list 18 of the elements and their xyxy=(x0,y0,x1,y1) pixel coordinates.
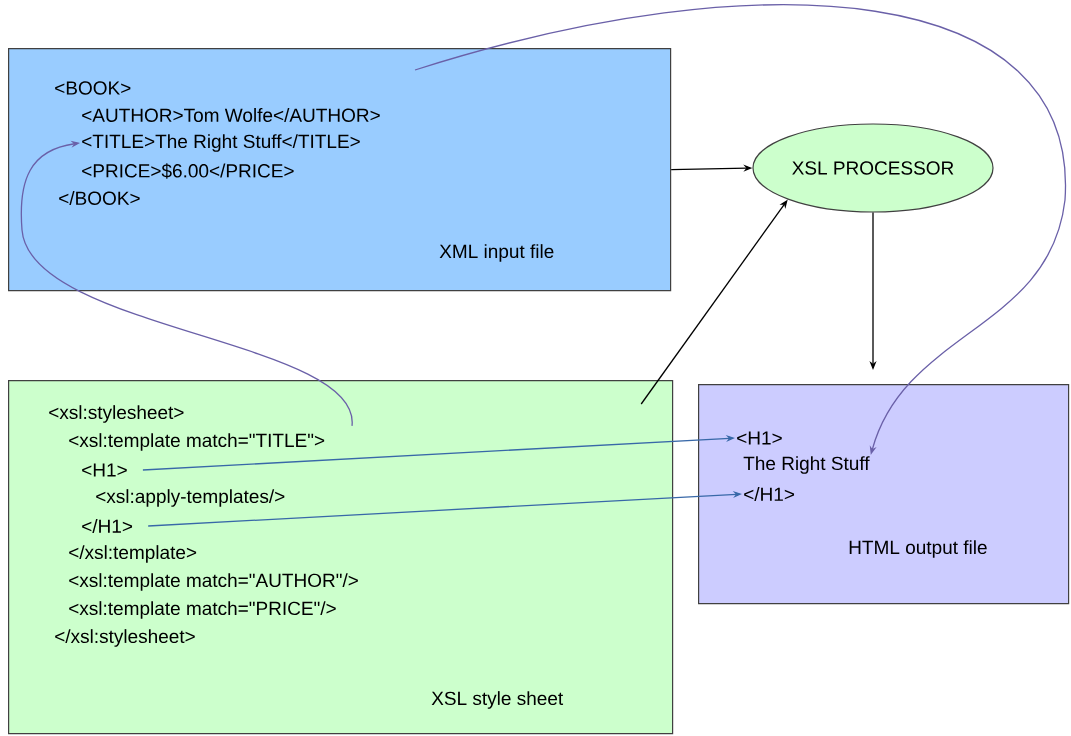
code-line: <TITLE>The Right Stuff</TITLE> xyxy=(82,134,360,152)
code-line: <xsl:template match="PRICE"/> xyxy=(69,601,336,619)
code-line: </H1> xyxy=(744,487,795,501)
code-line: <AUTHOR>Tom Wolfe</AUTHOR> xyxy=(82,108,380,122)
arrow xyxy=(20,140,353,427)
code-line: </xsl:template> xyxy=(69,545,197,563)
code-line: <xsl:apply-templates/> xyxy=(96,489,285,507)
code-line: </H1> xyxy=(82,519,133,533)
code-line: <PRICE>$6.00</PRICE> xyxy=(82,163,294,179)
code-line: <xsl:stylesheet> xyxy=(49,405,184,423)
code-line: The Right Stuff xyxy=(743,456,870,474)
code-line: <xsl:template match="TITLE"> xyxy=(69,433,325,451)
code-line: <H1> xyxy=(82,463,127,477)
code-line: </xsl:stylesheet> xyxy=(55,629,195,647)
code-line: <xsl:template match="AUTHOR"/> xyxy=(69,573,358,591)
code-line: <BOOK> xyxy=(55,81,131,95)
code-line: </BOOK> xyxy=(59,191,140,205)
code-line: <H1> xyxy=(737,431,782,445)
